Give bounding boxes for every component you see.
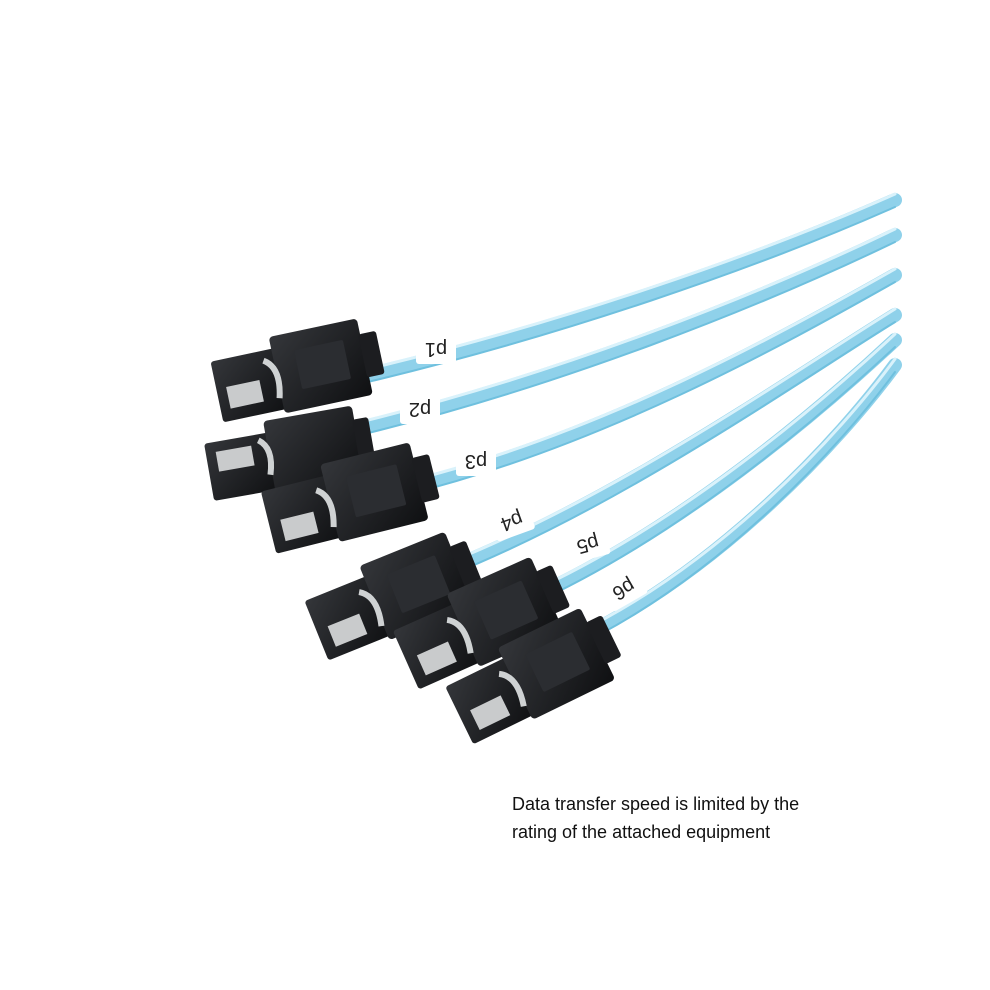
cable-tag-p6: p6	[600, 568, 648, 612]
cable-tag-p3: p3	[456, 448, 496, 476]
caption-line-1: Data transfer speed is limited by the	[512, 794, 800, 814]
cable-tag-label: p1	[425, 338, 447, 360]
cable-bundle-6	[568, 357, 902, 648]
sata-connector-1	[211, 319, 385, 422]
cable-tag-p1: p1	[416, 336, 456, 364]
cable-bundle-5	[523, 332, 902, 606]
cable-tags: p1 p2 p3 p4 p5 p6	[400, 336, 648, 612]
caption-line-2: rating of the attached equipment	[512, 822, 771, 842]
cable-tag-label: p3	[465, 450, 487, 472]
cable-tag-p2: p2	[400, 396, 440, 424]
sata-connector-3	[261, 443, 440, 554]
sata-connector-6	[446, 608, 621, 744]
sata-connectors	[204, 319, 621, 744]
cable-tag-p4: p4	[489, 502, 535, 542]
product-caption: Data transfer speed is limited by the ra…	[512, 790, 892, 846]
cable-tag-label: p2	[409, 398, 431, 420]
cable-tag-p5: p5	[565, 526, 611, 564]
